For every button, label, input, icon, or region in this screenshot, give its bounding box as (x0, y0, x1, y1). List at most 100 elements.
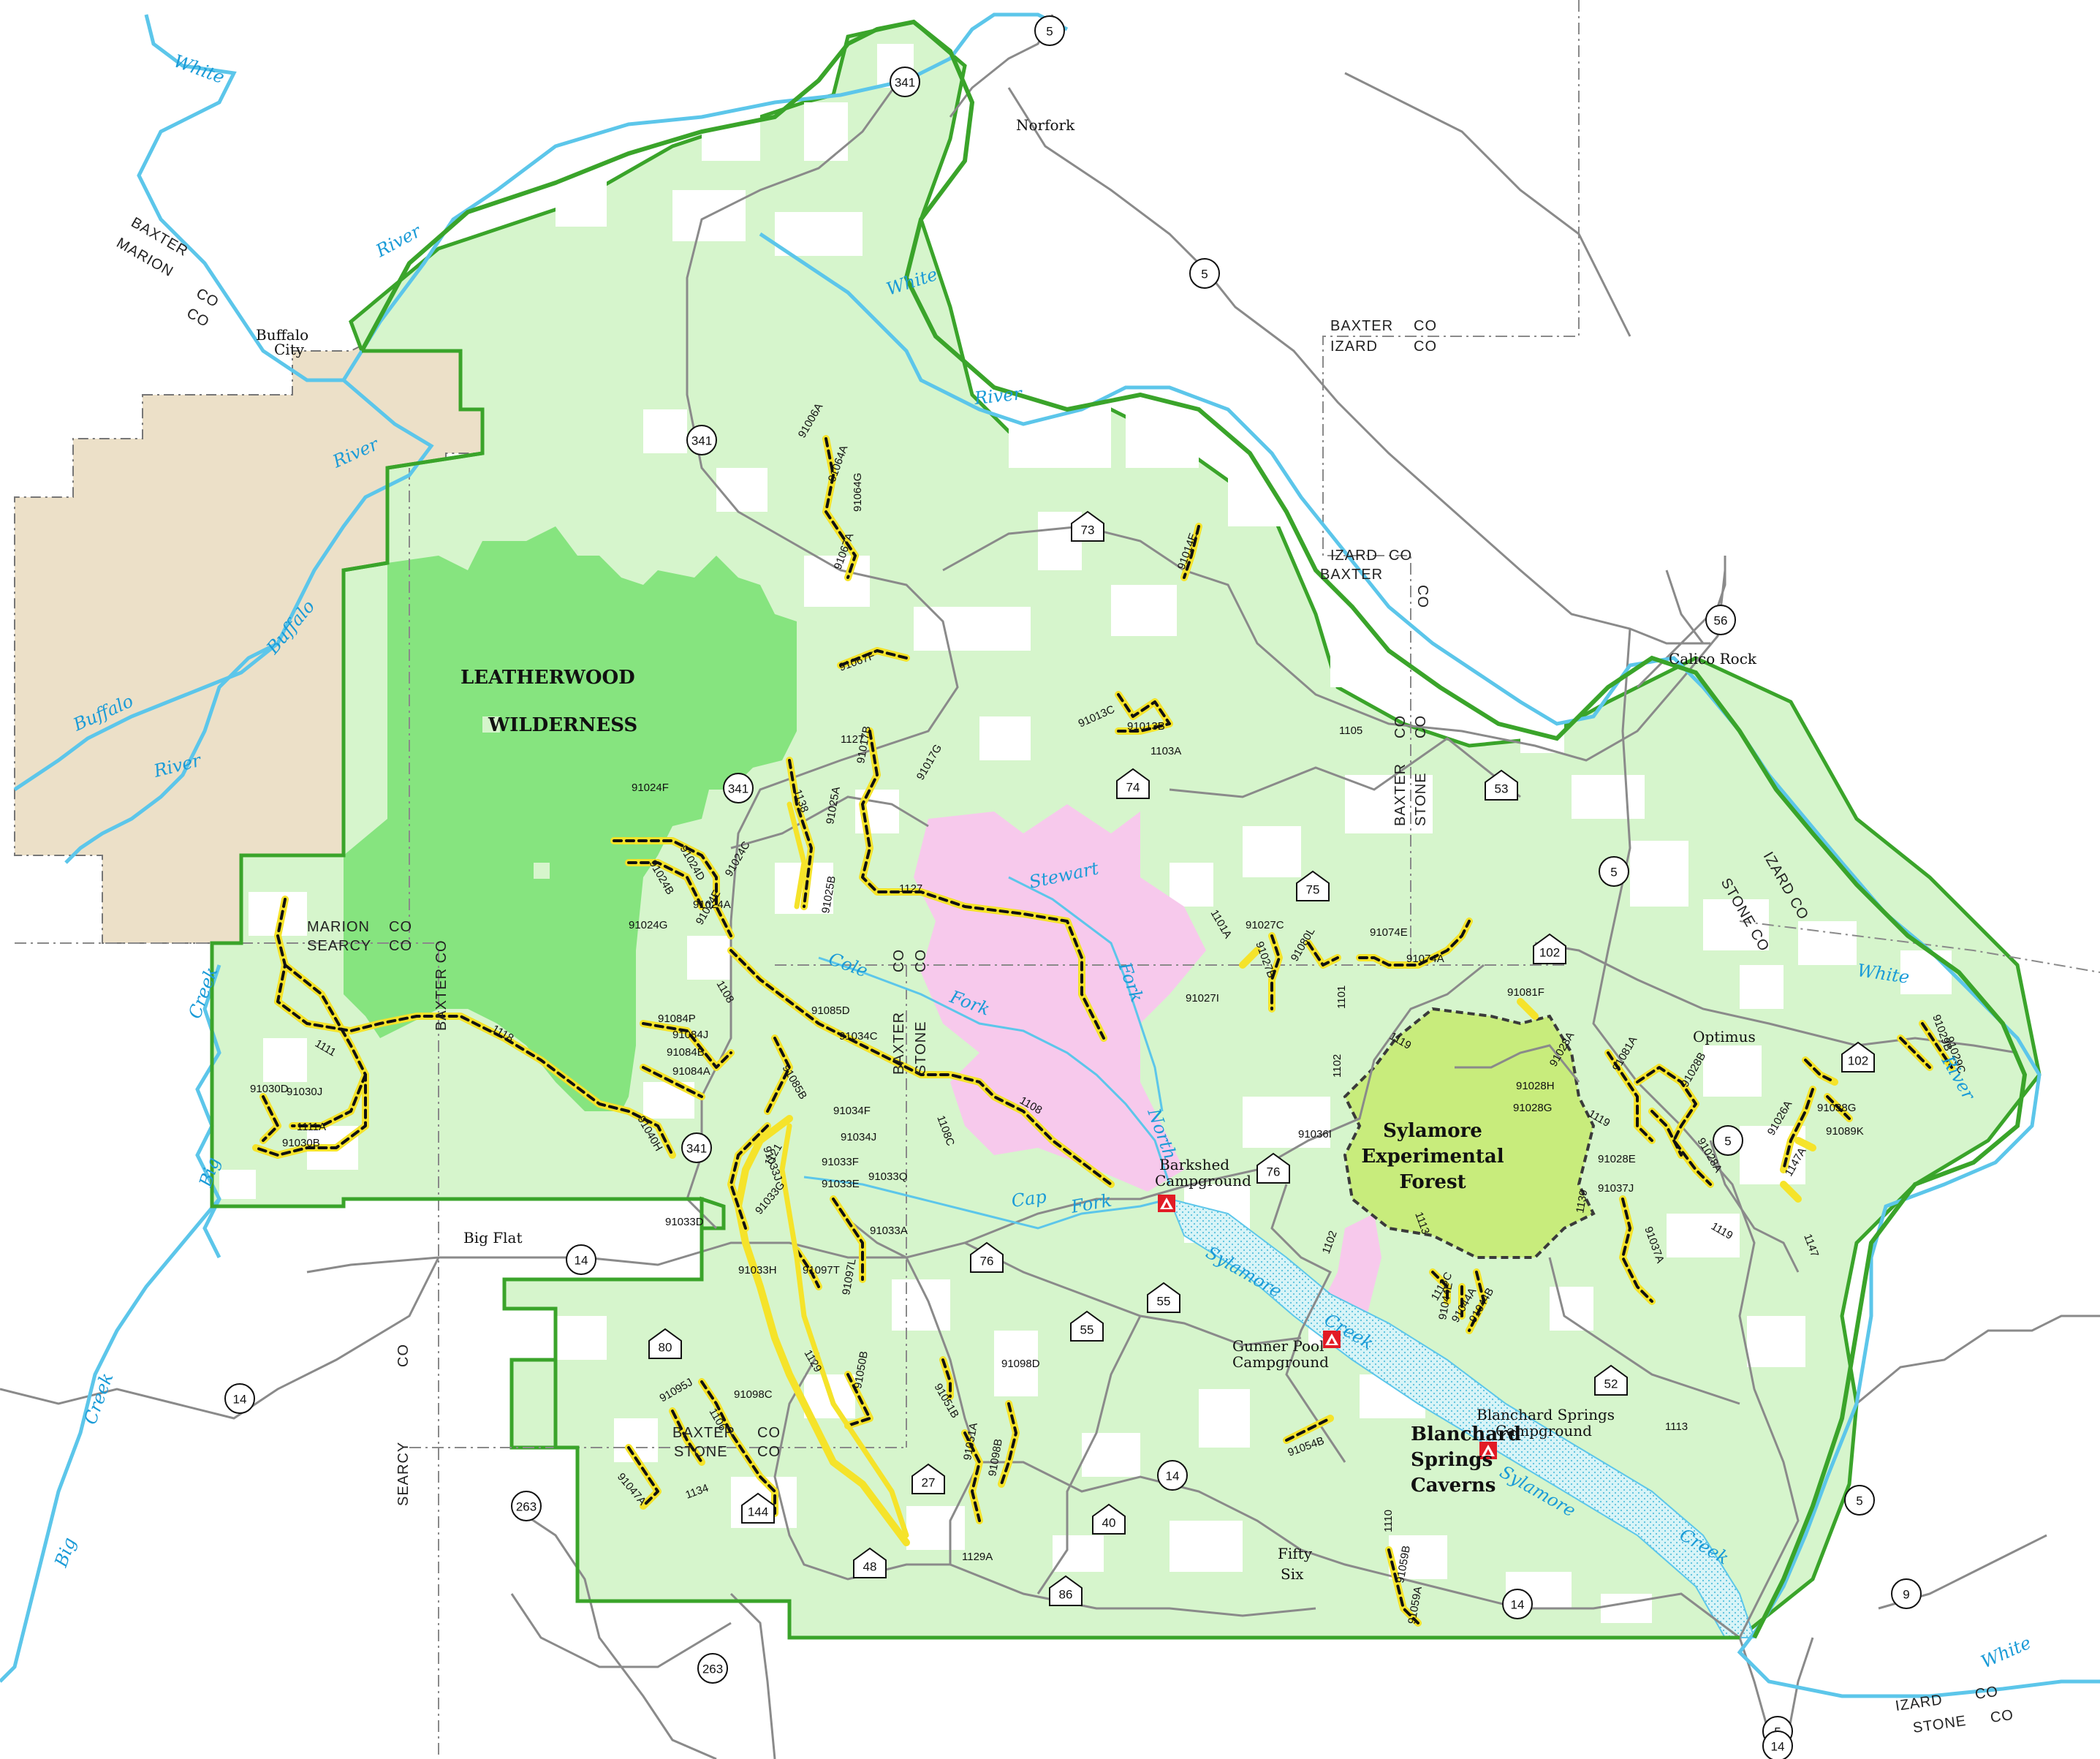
campground-icons (1158, 1195, 1497, 1459)
road-number-label: 1127 (899, 882, 922, 895)
state-highway-shield-14: 14 (1502, 1589, 1533, 1619)
road-number-label: 1139 (1574, 1189, 1590, 1214)
county-label: CO (757, 1444, 781, 1460)
forest-road-shield-52: 52 (1594, 1364, 1628, 1396)
shield-number: 5 (1201, 268, 1208, 281)
caverns-line1: Blanchard (1411, 1423, 1521, 1445)
campground-label: Campground (1155, 1172, 1251, 1189)
road-number-label: 91033A (870, 1225, 908, 1237)
road-number-label: 91033H (738, 1264, 777, 1276)
creek-label: Creek (80, 1370, 117, 1427)
forest-road-shield-73: 73 (1071, 510, 1104, 542)
road-number-label: 91030B (282, 1137, 320, 1149)
state-highway-shield-5: 5 (1599, 856, 1629, 887)
county-label: CO (1974, 1684, 2000, 1703)
shield-number: 74 (1126, 781, 1140, 795)
trails (252, 435, 1955, 1627)
shield-number: 40 (1102, 1516, 1116, 1530)
blanchard-springs-campground-icon[interactable] (1479, 1442, 1497, 1459)
leatherwood-wilderness-area (344, 526, 797, 1111)
road-number-label: 91013B (1127, 720, 1165, 733)
campground-label: Gunner Pool (1232, 1337, 1324, 1355)
experimental-forest-line1: Sylamore (1383, 1120, 1482, 1142)
county-label: CO (389, 919, 412, 935)
road-number-label: 91037J (1598, 1182, 1634, 1195)
county-label: IZARD (1330, 338, 1378, 355)
county-label: CO (1389, 548, 1412, 564)
sylamore-experimental-forest (1343, 1007, 1596, 1259)
town-label: Calico Rock (1669, 650, 1757, 667)
shield-number: 14 (1166, 1469, 1180, 1483)
forest-road-shield-48: 48 (853, 1547, 887, 1578)
shield-number: 73 (1081, 523, 1095, 537)
shield-number: 263 (702, 1662, 723, 1676)
forest-road-shield-27: 27 (911, 1463, 945, 1494)
county-label: CO (891, 949, 907, 972)
road-number-label: 91027C (1246, 919, 1284, 931)
road-number-label: 91028E (1598, 1153, 1636, 1165)
county-label: STONE (913, 1021, 929, 1075)
forest-road-shield-76: 76 (1256, 1152, 1290, 1184)
town-label: City (274, 341, 305, 358)
shield-number: 14 (1511, 1598, 1525, 1612)
county-label: CO (913, 949, 929, 972)
road-number-label: 91033Q (868, 1170, 907, 1183)
gunner-pool-campground-icon[interactable] (1323, 1331, 1341, 1348)
state-highway-shield-5: 5 (1713, 1125, 1743, 1156)
road-number-label: 91084P (658, 1013, 696, 1025)
forest-road-shield-80: 80 (648, 1328, 682, 1359)
road-number-label: 91024G (629, 919, 667, 931)
shield-number: 75 (1306, 883, 1320, 897)
roads (0, 14, 2100, 1759)
inholding (482, 716, 500, 733)
road-number-label: 91033E (822, 1178, 860, 1190)
state-highway-shield-14: 14 (224, 1383, 255, 1414)
county-label: CO (389, 938, 412, 954)
county-label: MARION (307, 919, 370, 935)
road-number-label: 91038G (1817, 1102, 1856, 1114)
state-highway-shield-14: 14 (1157, 1460, 1188, 1491)
road-number-label: 91034C (839, 1030, 878, 1043)
forest-road-shield-102: 102 (1841, 1041, 1875, 1073)
shield-number: 53 (1495, 782, 1509, 796)
shield-number: 52 (1604, 1377, 1618, 1391)
county-label: CO (184, 305, 213, 330)
shield-number: 341 (686, 1142, 707, 1156)
forest-road-shield-55: 55 (1147, 1282, 1180, 1313)
town-label: Buffalo (256, 326, 308, 344)
shield-number: 144 (748, 1505, 768, 1519)
road-number-label: 91074A (1406, 953, 1444, 965)
creek-label: Big (50, 1535, 80, 1570)
road-number-label: 91098D (1001, 1358, 1040, 1370)
county-label: BAXTER CO (433, 939, 450, 1031)
shield-number: 48 (863, 1560, 877, 1574)
shield-number: 341 (691, 434, 712, 448)
county-label: CO (1990, 1707, 2015, 1726)
county-label: CO (194, 285, 222, 311)
barkshed-campground-icon[interactable] (1158, 1195, 1175, 1212)
county-label: STONE (674, 1444, 728, 1460)
road-number-label: 91030J (287, 1086, 322, 1098)
county-label: CO (395, 1344, 412, 1367)
county-label: BAXTER (891, 1012, 907, 1075)
road-number-label: 1101 (1335, 986, 1348, 1009)
state-highway-shield-341: 341 (723, 773, 754, 803)
shield-number: 86 (1059, 1588, 1073, 1602)
county-label: CO (1413, 715, 1429, 738)
road-number-label: 91024A (693, 899, 731, 911)
river-label: White (1978, 1633, 2034, 1673)
experimental-forest-line2: Experimental (1361, 1146, 1504, 1168)
county-label: SEARCY (395, 1442, 412, 1506)
shield-number: 5 (1610, 866, 1617, 880)
shield-number: 76 (1267, 1165, 1281, 1179)
road-number-label: 91074E (1370, 926, 1408, 939)
wilderness-name-line1: LEATHERWOOD (460, 667, 635, 689)
road-number-label: 91030D (250, 1083, 289, 1095)
shield-number: 263 (516, 1500, 537, 1514)
shield-number: 102 (1539, 946, 1560, 960)
shield-number: 102 (1848, 1054, 1868, 1068)
state-highway-shield-341: 341 (686, 425, 717, 455)
road-number-label: 91027I (1186, 992, 1219, 1005)
state-highway-shield-9: 9 (1891, 1578, 1922, 1609)
